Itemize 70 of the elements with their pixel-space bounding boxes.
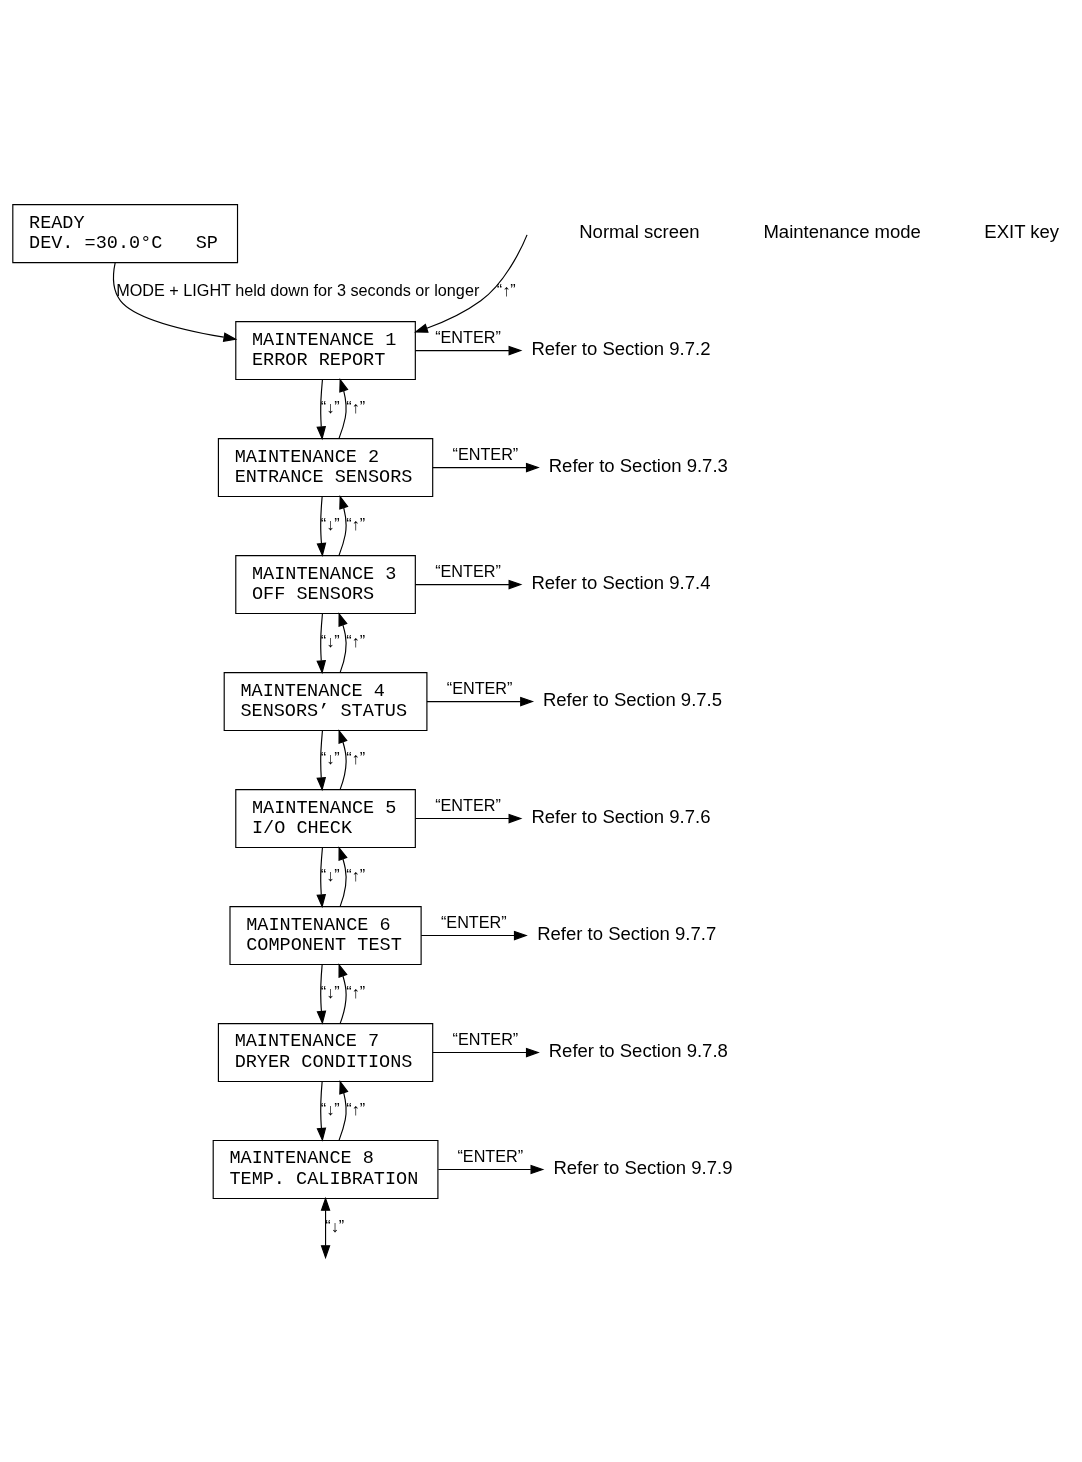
arrow [414, 813, 523, 823]
arrow [338, 611, 348, 673]
edge-label: “ENTER” [457, 1146, 524, 1165]
arrow [426, 696, 535, 706]
edge-label: “ENTER” [435, 795, 501, 814]
edge-label: “ENTER” [446, 678, 513, 697]
edge-label: “ENTER” [440, 912, 507, 931]
node-text: Refer to Section 9.7.8 [548, 1039, 728, 1061]
edge-label: “↑” [346, 397, 366, 416]
arrow [338, 962, 348, 1024]
arrow [414, 345, 523, 355]
node-box: MAINTENANCE 3 OFF SENSORS [235, 554, 416, 614]
edge-label: “ENTER” [435, 561, 501, 580]
arrow [316, 846, 327, 908]
edge-label: MODE + LIGHT held down for 3 seconds or longer [116, 280, 480, 299]
node-text: Refer to Section 9.7.3 [548, 454, 728, 476]
edge-label: “↑” [346, 865, 366, 884]
arrow [338, 494, 349, 556]
node-box: MAINTENANCE 2 ENTRANCE SENSORS [217, 437, 434, 497]
arrow [316, 612, 327, 674]
label: Maintenance mode [763, 220, 921, 242]
arrow [320, 1196, 331, 1259]
node-text: Refer to Section 9.7.6 [531, 805, 711, 827]
edge-label: “↑” [346, 748, 366, 767]
node-box: READY DEV. =30.0°C SP [12, 203, 239, 263]
arrow [112, 261, 238, 342]
arrow [414, 233, 528, 333]
arrow [414, 579, 523, 589]
arrow [338, 845, 348, 907]
edge-label: “ENTER” [452, 444, 519, 463]
node-text: Refer to Section 9.7.5 [542, 688, 723, 710]
node-box: MAINTENANCE 4 SENSORS’ STATUS [223, 671, 428, 731]
edge-label: “↓” [320, 631, 340, 650]
node-text: Refer to Section 9.7.4 [531, 571, 711, 593]
arrow [316, 963, 327, 1025]
arrow [316, 729, 327, 791]
arrow [338, 728, 348, 790]
arrow [432, 1047, 540, 1057]
edge-label: “↓” [320, 748, 340, 767]
edge-label: “↑” [346, 631, 366, 650]
edge-label: “ENTER” [435, 327, 501, 346]
arrow [316, 378, 327, 440]
arrow [432, 462, 540, 472]
edge-label: “↓” [320, 397, 340, 416]
node-box: MAINTENANCE 5 I/O CHECK [235, 788, 416, 848]
edge-label: “↓” [320, 1099, 340, 1118]
node-text: Refer to Section 9.7.7 [537, 922, 717, 944]
edge-label: “↑” [346, 982, 366, 1001]
arrow [338, 377, 349, 439]
arrow [420, 930, 528, 940]
arrow [316, 1080, 327, 1142]
node-box: MAINTENANCE 1 ERROR REPORT [235, 320, 416, 380]
arrow [338, 1079, 349, 1141]
label: Normal screen [579, 220, 700, 242]
edge-label: “↑” [496, 280, 516, 299]
edge-label: “↑” [346, 514, 366, 533]
node-text: Refer to Section 9.7.2 [531, 337, 711, 359]
node-box: MAINTENANCE 8 TEMP. CALIBRATION [212, 1139, 439, 1199]
edge-label: “↓” [320, 982, 340, 1001]
edge-label: “ENTER” [452, 1029, 519, 1048]
node-text: Refer to Section 9.7.9 [553, 1156, 733, 1178]
label: EXIT key [984, 220, 1060, 242]
node-box: MAINTENANCE 6 COMPONENT TEST [229, 905, 422, 965]
node-box: MAINTENANCE 7 DRYER CONDITIONS [217, 1022, 434, 1082]
edge-label: “↑” [346, 1099, 366, 1118]
edge-label: “↓” [320, 514, 340, 533]
arrow [316, 495, 327, 557]
edge-label: “↓” [320, 865, 340, 884]
edge-label: “↓” [325, 1216, 345, 1235]
arrow [437, 1164, 545, 1174]
